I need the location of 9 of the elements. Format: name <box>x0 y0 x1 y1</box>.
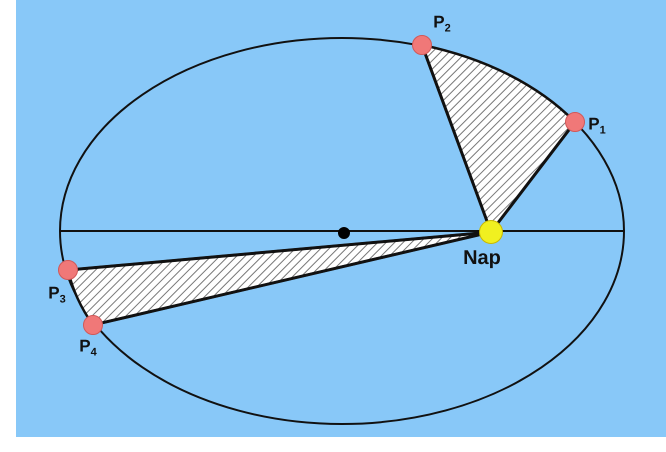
sun-label: Nap <box>463 248 501 268</box>
point-label: P$_{4}$ <box>79 337 97 359</box>
point-label: P$_{1}$ <box>588 115 606 137</box>
radius-line <box>102 233 480 324</box>
radius-line <box>497 129 570 224</box>
point-label: P$_{2}$ <box>433 13 451 35</box>
radius-line <box>424 54 488 222</box>
radius-line <box>78 232 480 271</box>
point-label: P$_{3}$ <box>48 284 66 306</box>
